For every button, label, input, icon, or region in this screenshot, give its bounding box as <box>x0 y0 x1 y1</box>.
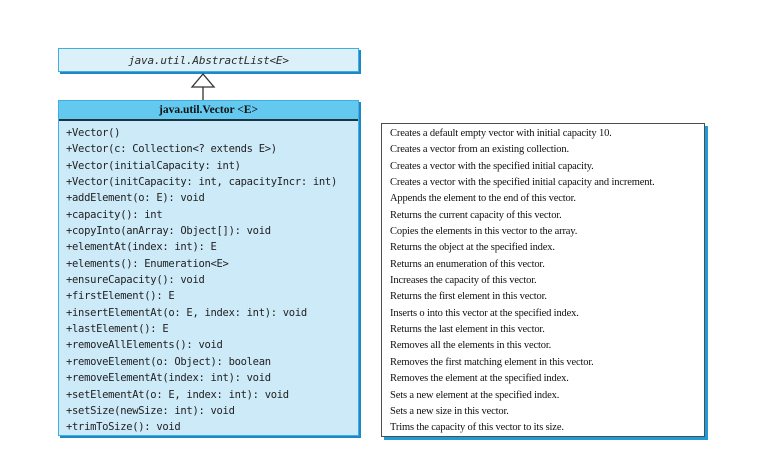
method-row: +ensureCapacity(): void <box>66 274 205 287</box>
class-header: java.util.Vector <E> <box>59 101 358 121</box>
method-row: +setElementAt(o: E, index: int): void <box>66 388 289 401</box>
description-row: Returns an enumeration of this vector. <box>390 258 545 270</box>
description-box: Creates a default empty vector with init… <box>381 123 705 437</box>
method-row: +trimToSize(): void <box>66 421 181 434</box>
method-row: +capacity(): int <box>66 208 163 221</box>
method-row: +insertElementAt(o: E, index: int): void <box>66 306 307 319</box>
method-row: +removeElement(o: Object): boolean <box>66 355 271 368</box>
description-row: Inserts o into this vector at the specif… <box>390 307 579 319</box>
description-row: Sets a new size in this vector. <box>390 405 509 417</box>
description-row: Creates a vector with the specified init… <box>390 160 594 172</box>
method-row: +removeAllElements(): void <box>66 339 223 352</box>
method-row: +addElement(o: E): void <box>66 192 205 205</box>
method-row: +Vector(initCapacity: int, capacityIncr:… <box>66 176 337 189</box>
class-box: java.util.Vector <E> +Vector() +Vector(c:… <box>58 100 359 436</box>
superclass-name: java.util.AbstractList<E> <box>128 53 289 67</box>
description-list: Creates a default empty vector with init… <box>382 124 704 437</box>
description-row: Returns the first element in this vector… <box>390 291 547 303</box>
description-row: Increases the capacity of this vector. <box>390 275 537 287</box>
method-row: +Vector(initialCapacity: int) <box>66 159 241 172</box>
method-list: +Vector() +Vector(c: Collection<? extends… <box>59 121 358 436</box>
description-row: Sets a new element at the specified inde… <box>390 389 560 401</box>
method-row: +elementAt(index: int): E <box>66 241 217 254</box>
description-row: Returns the object at the specified inde… <box>390 242 555 254</box>
method-row: +lastElement(): E <box>66 323 169 336</box>
method-row: +Vector(c: Collection<? extends E>) <box>66 143 277 156</box>
method-row: +elements(): Enumeration<E> <box>66 257 229 270</box>
inheritance-arrow-icon <box>190 73 216 101</box>
method-row: +setSize(newSize: int): void <box>66 404 235 417</box>
class-name: java.util.Vector <E> <box>158 104 259 116</box>
description-row: Removes the first matching element in th… <box>390 356 594 368</box>
description-row: Removes the element at the specified ind… <box>390 373 569 385</box>
description-row: Appends the element to the end of this v… <box>390 193 576 205</box>
description-row: Creates a vector from an existing collec… <box>390 144 569 156</box>
description-row: Copies the elements in this vector to th… <box>390 226 578 238</box>
method-row: +Vector() <box>66 127 121 139</box>
description-row: Returns the last element in this vector. <box>390 324 545 336</box>
description-row: Removes all the elements in this vector. <box>390 340 552 352</box>
description-row: Returns the current capacity of this vec… <box>390 209 562 221</box>
method-row: +copyInto(anArray: Object[]): void <box>66 225 271 238</box>
description-row: Creates a default empty vector with init… <box>390 128 612 139</box>
superclass-box: java.util.AbstractList<E> <box>58 48 359 72</box>
description-row: Trims the capacity of this vector to its… <box>390 422 564 434</box>
description-row: Creates a vector with the specified init… <box>390 177 655 189</box>
method-row: +removeElementAt(index: int): void <box>66 372 271 385</box>
method-row: +firstElement(): E <box>66 290 175 303</box>
